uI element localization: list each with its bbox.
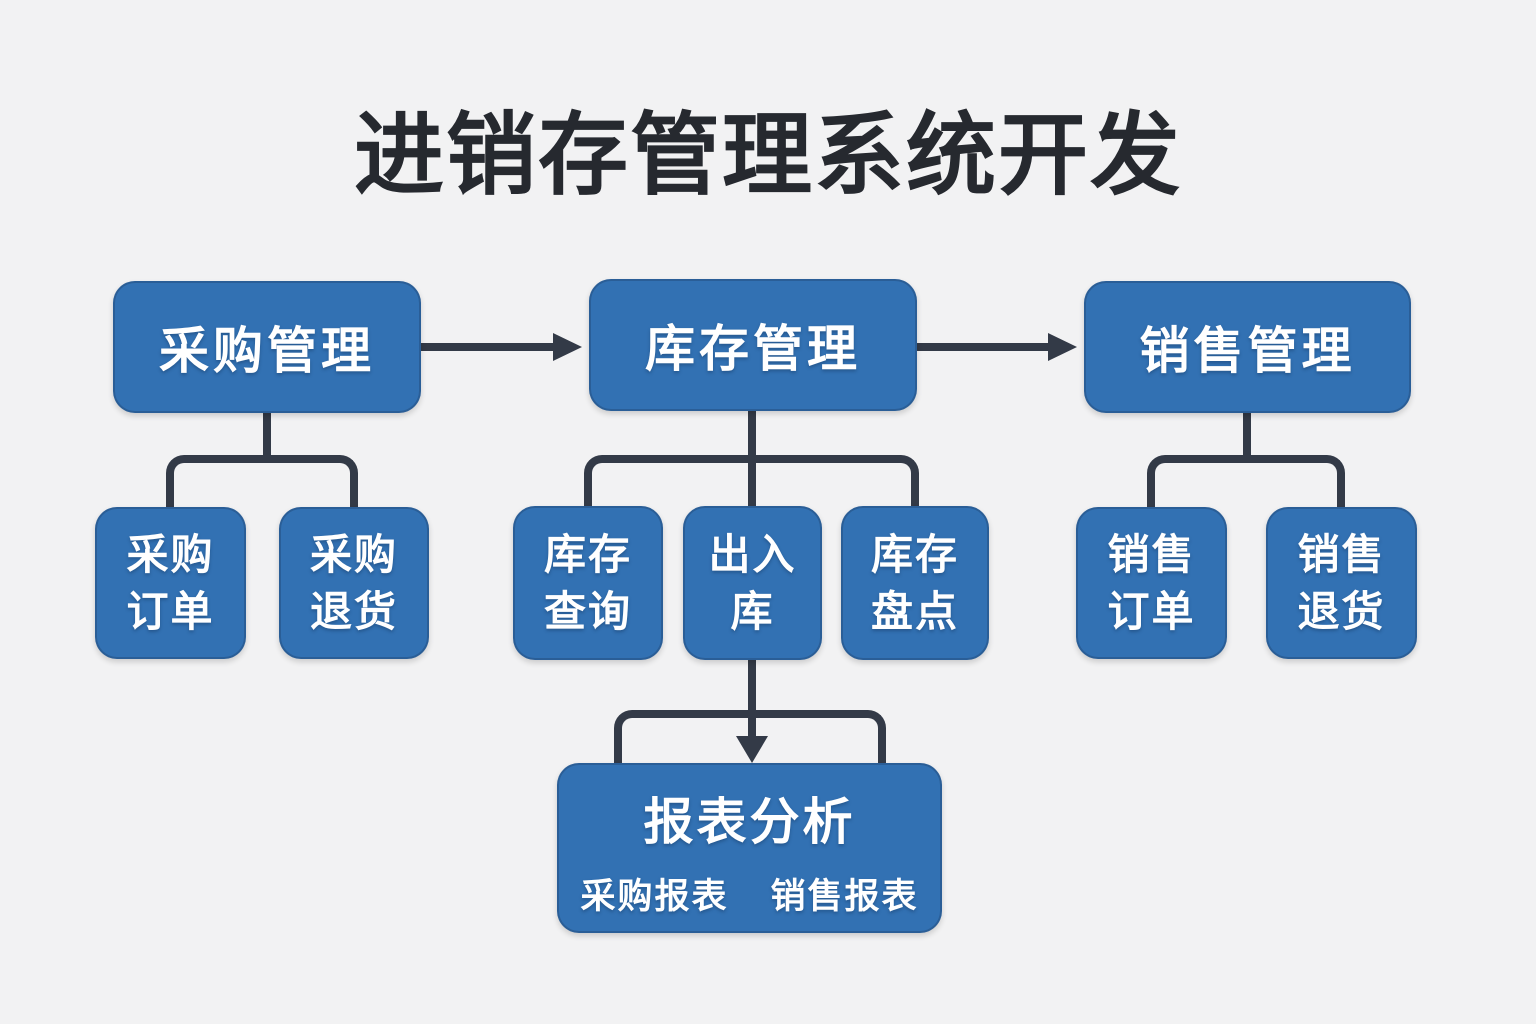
connector-sales-stem xyxy=(1243,412,1251,463)
node-label: 采购管理 xyxy=(159,323,375,379)
report-items: 采购报表 销售报表 xyxy=(580,868,918,919)
node-inventory-management: 库存管理 xyxy=(589,279,917,411)
connector-report-stem xyxy=(748,658,756,742)
node-purchase-order: 采购 订单 xyxy=(95,507,246,659)
connector-inventory-bracket xyxy=(584,455,919,506)
node-label: 销售 退货 xyxy=(1297,530,1386,635)
node-label: 销售 订单 xyxy=(1107,530,1196,635)
node-sales-management: 销售管理 xyxy=(1084,281,1411,413)
arrow-down-icon xyxy=(736,736,768,763)
arrow-right-icon xyxy=(553,333,582,361)
node-report-analysis: 报表分析 采购报表 销售报表 xyxy=(557,763,942,933)
arrow-right-icon xyxy=(1048,333,1077,361)
node-label: 采购 订单 xyxy=(126,530,215,635)
node-inventory-count: 库存 盘点 xyxy=(841,506,989,660)
node-stock-in-out: 出入 库 xyxy=(683,506,822,660)
page-title: 进销存管理系统开发 xyxy=(354,106,1182,206)
node-purchase-management: 采购管理 xyxy=(113,281,421,413)
node-label: 采购 退货 xyxy=(309,530,398,635)
report-item-sales: 销售报表 xyxy=(770,876,919,916)
node-sales-return: 销售 退货 xyxy=(1266,507,1417,659)
report-item-purchase: 采购报表 xyxy=(580,876,729,916)
connector-purchase-bracket xyxy=(166,455,358,507)
node-label: 库存管理 xyxy=(645,321,861,377)
connector-purchase-stem xyxy=(263,412,271,463)
node-label: 库存 查询 xyxy=(543,530,632,635)
report-title: 报表分析 xyxy=(643,793,856,850)
node-label: 销售管理 xyxy=(1139,323,1356,379)
arrow-purchase-to-inventory-line xyxy=(421,343,555,351)
node-label: 库存 盘点 xyxy=(870,530,959,635)
arrow-inventory-to-sales-line xyxy=(917,343,1051,351)
node-purchase-return: 采购 退货 xyxy=(279,507,429,659)
connector-sales-bracket xyxy=(1147,455,1345,507)
node-label: 出入 库 xyxy=(708,530,797,635)
node-inventory-query: 库存 查询 xyxy=(513,506,663,660)
node-sales-order: 销售 订单 xyxy=(1076,507,1227,659)
